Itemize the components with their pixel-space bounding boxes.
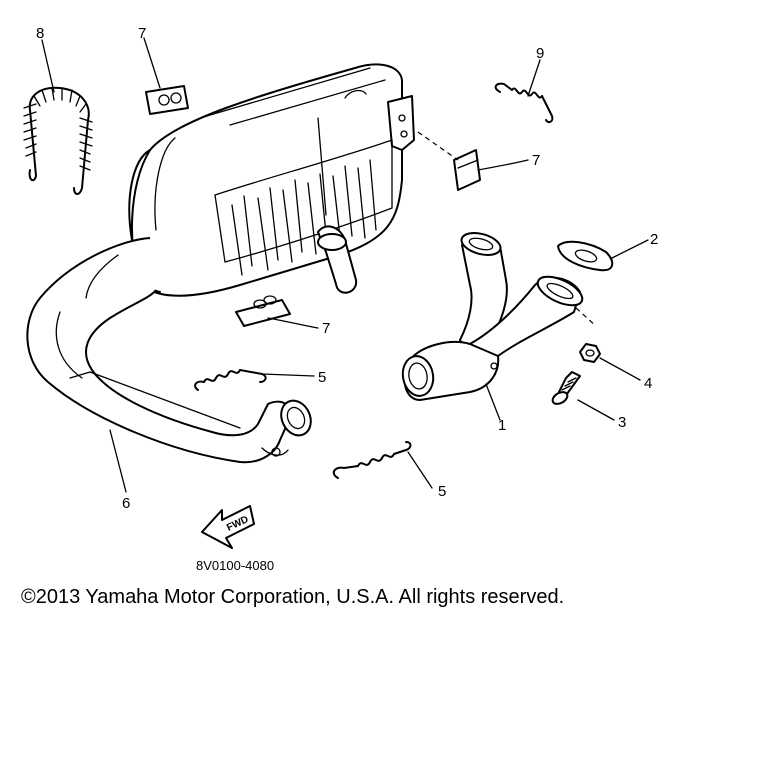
callout-7: 7 [138,25,146,42]
leader-lines [41,37,649,493]
callout-3: 3 [618,414,626,431]
callout-2: 2 [650,231,658,248]
muffler [128,63,415,297]
spring-5a [194,369,267,391]
nut [579,343,601,363]
gasket [557,240,614,272]
spring-5b [332,441,412,479]
callout-9: 9 [536,45,544,62]
callout-1: 1 [498,417,506,434]
part-code: 8V0100-4080 [196,558,274,573]
alignment-line [417,131,459,161]
fwd-arrow-icon: FWD [201,505,255,549]
exhaust-parts-diagram: 8 7 9 7 2 7 5 4 3 1 5 6 FWD 8V0100-4080 [23,25,658,573]
y-manifold [401,232,584,401]
copyright-notice: ©2013 Yamaha Motor Corporation, U.S.A. A… [21,586,565,608]
callout-4: 4 [644,375,652,392]
damper-7c [235,295,291,327]
callout-7: 7 [532,152,540,169]
callout-5: 5 [318,369,326,386]
header-pipe [26,237,312,464]
spring-8 [23,86,93,195]
callout-7: 7 [322,320,330,337]
bolt [551,371,581,405]
damper-7b [453,149,481,191]
callout-5: 5 [438,483,446,500]
damper-7a [145,85,189,115]
alignment-line [575,307,597,327]
callout-8: 8 [36,25,44,42]
callout-6: 6 [122,495,130,512]
spring-9 [494,82,554,124]
